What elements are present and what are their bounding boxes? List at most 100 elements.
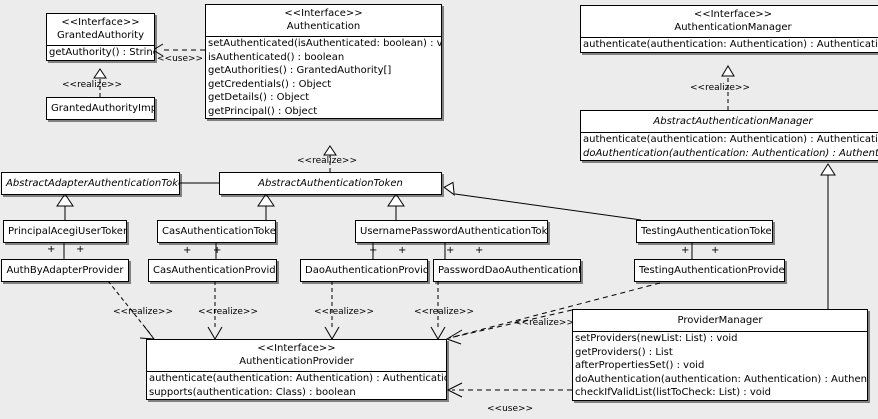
operation: checkIfValidList(listToCheck: List) : vo… (575, 387, 772, 398)
class-name: UsernamePasswordAuthenticationToken (360, 226, 548, 237)
operation: authenticate(authentication: Authenticat… (583, 39, 878, 50)
operation: isAuthenticated() : boolean (208, 51, 345, 63)
operation: afterPropertiesSet() : void (575, 360, 705, 371)
association-multiplicity-plus: + (213, 245, 222, 256)
class-header: PrincipalAcegiUserToken (4, 221, 126, 242)
edge-label-realize-granted-authority-impl: <<realize>> (62, 80, 122, 90)
class-header: AbstractAuthenticationToken (220, 173, 441, 194)
class-provider-manager[interactable]: ProviderManager setProviders(newList: Li… (572, 309, 868, 401)
class-name: PasswordDaoAuthenticationProvider (438, 265, 580, 276)
operations-compartment: authenticate(authentication: Authenticat… (581, 133, 878, 160)
compartment-divider (147, 371, 446, 372)
class-name: TestingAuthenticationToken (641, 226, 773, 237)
class-username-password-authentication-token[interactable]: UsernamePasswordAuthenticationToken (355, 220, 548, 243)
class-abstract-adapter-authentication-token[interactable]: AbstractAdapterAuthenticationToken (1, 172, 180, 195)
class-header: <<Interface>> AuthenticationProvider (147, 340, 446, 371)
edge-label-realize-auth-by-adapter-provider: <<realize>> (113, 307, 173, 317)
class-cas-authentication-token[interactable]: CasAuthenticationToken (157, 220, 276, 243)
class-name: CasAuthenticationToken (162, 226, 276, 237)
compartment-divider (581, 37, 878, 38)
operations-compartment: setAuthenticated(isAuthenticated: boolea… (206, 37, 441, 118)
class-granted-authority[interactable]: <<Interface>> GrantedAuthority getAuthor… (46, 13, 155, 61)
class-name: AuthenticationProvider (239, 356, 354, 367)
class-header: AbstractAuthenticationManager (581, 111, 878, 132)
association-multiplicity-plus: + (398, 245, 407, 256)
operation: getPrincipal() : Object (208, 105, 318, 117)
compartment-divider (206, 36, 441, 37)
class-granted-authority-impl[interactable]: GrantedAuthorityImpl (46, 97, 155, 120)
operation: authenticate(authentication: Authenticat… (583, 134, 878, 145)
class-name: TestingAuthenticationProvider (639, 265, 785, 276)
association-multiplicity-plus: + (711, 245, 720, 256)
class-name: GrantedAuthorityImpl (51, 103, 155, 114)
compartment-divider (573, 331, 867, 332)
class-name: ProviderManager (677, 315, 763, 326)
association-multiplicity-plus: + (369, 245, 378, 256)
association-multiplicity-plus: + (183, 245, 192, 256)
class-authentication-provider[interactable]: <<Interface>> AuthenticationProvider aut… (146, 339, 447, 400)
stereotype-label: <<Interface>> (284, 8, 363, 19)
operations-compartment: getAuthority() : String (47, 46, 154, 60)
class-name: AuthByAdapterProvider (6, 265, 124, 276)
class-dao-authentication-provider[interactable]: DaoAuthenticationProvider (300, 259, 428, 282)
class-name: PrincipalAcegiUserToken (8, 226, 127, 237)
operation: getCredentials() : Object (208, 78, 332, 90)
class-principal-acegi-user-token[interactable]: PrincipalAcegiUserToken (3, 220, 127, 243)
edge-label-realize-cas-authentication-provider: <<realize>> (198, 307, 258, 317)
class-header: <<Interface>> Authentication (206, 5, 441, 36)
edge-label-realize-password-dao-authentication-provider: <<realize>> (414, 307, 474, 317)
class-name: CasAuthenticationProvider (153, 265, 277, 276)
edge-label-use-provider-manager: <<use>> (487, 404, 534, 414)
operation: getAuthority() : String (49, 47, 155, 58)
class-name: AbstractAdapterAuthenticationToken (6, 178, 180, 189)
stereotype-label: <<Interface>> (257, 343, 336, 354)
operations-compartment: setProviders(newList: List) : void getPr… (573, 332, 867, 400)
class-header: PasswordDaoAuthenticationProvider (434, 260, 580, 281)
operation: authenticate(authentication: Authenticat… (149, 373, 447, 384)
operation: getDetails() : Object (208, 92, 310, 103)
edge-label-realize-abstract-authentication-token: <<realize>> (297, 156, 357, 166)
class-header: CasAuthenticationToken (158, 221, 275, 242)
class-header: CasAuthenticationProvider (149, 260, 276, 281)
class-header: ProviderManager (573, 310, 867, 331)
operation: supports(authentication: Class) : boolea… (149, 386, 356, 398)
class-abstract-authentication-token[interactable]: AbstractAuthenticationToken (219, 172, 442, 195)
operations-compartment: authenticate(authentication: Authenticat… (581, 38, 878, 52)
operation: getProviders() : List (575, 346, 673, 358)
class-testing-authentication-provider[interactable]: TestingAuthenticationProvider (634, 259, 785, 282)
operation: setAuthenticated(isAuthenticated: boolea… (208, 38, 442, 49)
class-name: AbstractAuthenticationToken (258, 178, 403, 189)
class-header: DaoAuthenticationProvider (301, 260, 427, 281)
class-name: DaoAuthenticationProvider (305, 265, 428, 276)
class-header: AuthByAdapterProvider (2, 260, 128, 281)
operation-abstract: doAuthentication(authentication: Authent… (583, 147, 878, 159)
edge-label-use-authentication-granted-authority: <<use>> (157, 54, 204, 64)
stereotype-label: <<Interface>> (61, 17, 140, 28)
class-header: AbstractAdapterAuthenticationToken (2, 173, 179, 194)
class-name: Authentication (286, 21, 361, 32)
class-header: TestingAuthenticationToken (637, 221, 772, 242)
class-cas-authentication-provider[interactable]: CasAuthenticationProvider (148, 259, 277, 282)
association-multiplicity-plus: + (681, 245, 690, 256)
edge-label-realize-dao-authentication-provider: <<realize>> (314, 307, 374, 317)
class-header: UsernamePasswordAuthenticationToken (356, 221, 547, 242)
class-name: AbstractAuthenticationManager (653, 116, 813, 127)
stereotype-label: <<Interface>> (693, 9, 773, 20)
association-multiplicity-plus: + (446, 245, 455, 256)
association-multiplicity-plus: + (475, 245, 484, 256)
class-header: GrantedAuthorityImpl (47, 98, 154, 119)
class-authentication-manager[interactable]: <<Interface>> AuthenticationManager auth… (580, 5, 878, 53)
class-name: AuthenticationManager (674, 22, 792, 33)
class-abstract-authentication-manager[interactable]: AbstractAuthenticationManager authentica… (580, 110, 878, 161)
class-authentication[interactable]: <<Interface>> Authentication setAuthenti… (205, 4, 442, 119)
operation: getAuthorities() : GrantedAuthority[] (208, 65, 392, 76)
operation: setProviders(newList: List) : void (575, 333, 738, 344)
compartment-divider (581, 132, 878, 133)
operations-compartment: authenticate(authentication: Authenticat… (147, 372, 446, 399)
class-name: GrantedAuthority (56, 30, 145, 41)
class-testing-authentication-token[interactable]: TestingAuthenticationToken (636, 220, 773, 243)
class-auth-by-adapter-provider[interactable]: AuthByAdapterProvider (1, 259, 129, 282)
class-password-dao-authentication-provider[interactable]: PasswordDaoAuthenticationProvider (433, 259, 581, 282)
class-header: <<Interface>> GrantedAuthority (47, 14, 154, 45)
